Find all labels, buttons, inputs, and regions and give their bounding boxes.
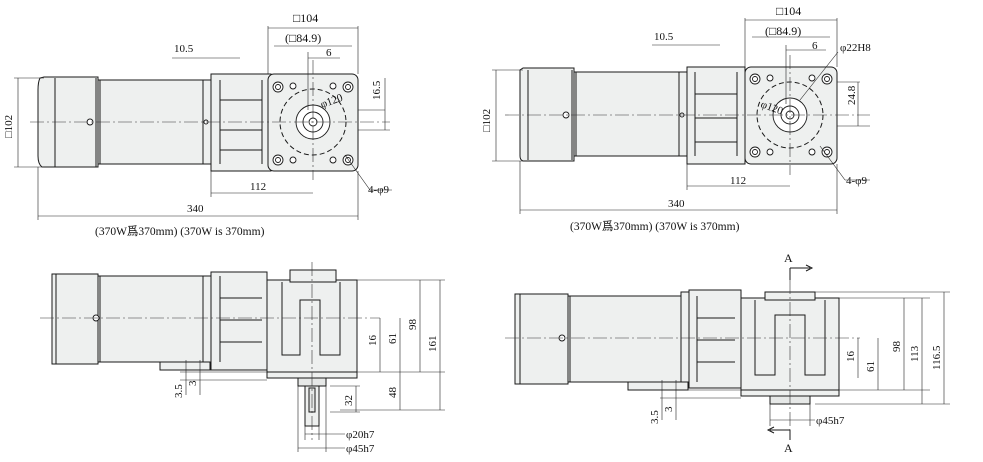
- top-right-dims: □104 (□84.9) 6 10.5 φ22H8 24.8 φ120 □102…: [481, 4, 871, 233]
- dim-pilot: φ45h7: [816, 415, 845, 427]
- dim-98: 98: [407, 319, 419, 331]
- dim-motor-offset: 10.5: [174, 43, 194, 55]
- note-370w: (370W爲370mm) (370W is 370mm): [95, 225, 265, 238]
- dim-3: 3: [187, 380, 199, 386]
- section-label-top: A: [784, 251, 793, 265]
- dim-body-size: □102: [3, 115, 15, 138]
- dim-motor-offset: 10.5: [654, 31, 674, 43]
- dim-61: 61: [865, 361, 877, 372]
- dim-shaft: φ20h7: [346, 429, 375, 441]
- dim-flange: □104: [293, 11, 318, 25]
- dim-holes: 4-φ9: [846, 175, 868, 187]
- motor-body: [519, 66, 746, 165]
- dim-flange: □104: [776, 4, 801, 18]
- dim-key: 6: [326, 47, 332, 59]
- dim-pilot: (□84.9): [285, 31, 321, 45]
- dim-holes: 4-φ9: [368, 184, 390, 196]
- dim-shaft-height: 16.5: [371, 80, 383, 100]
- dim-body-size: □102: [481, 109, 493, 132]
- dim-key: 6: [812, 40, 818, 52]
- motor-body: [514, 289, 742, 391]
- bottom-left-dims: 16 61 98 161 48 32 3.5 3 φ20h7: [173, 279, 445, 455]
- top-right-view: □104 (□84.9) 6 10.5 φ22H8 24.8 φ120 □102…: [481, 4, 871, 233]
- gearhead-face: [744, 66, 838, 165]
- bottom-right-dims: 16 61 98 113 116.5 3.5 3 φ45h7: [649, 291, 950, 427]
- dim-61: 61: [387, 333, 399, 344]
- dim-98: 98: [891, 341, 903, 353]
- dim-48: 48: [387, 387, 399, 399]
- dim-total-len: 340: [187, 203, 204, 215]
- dim-pilot: φ45h7: [346, 443, 375, 455]
- dim-3-5: 3.5: [173, 384, 185, 398]
- bottom-left-view: 16 61 98 161 48 32 3.5 3 φ20h7: [40, 262, 445, 455]
- motor-body: [51, 271, 268, 371]
- dim-161: 161: [427, 336, 439, 353]
- top-left-dims: □104 (□84.9) 6 10.5 16.5 φ120 □102 112 3…: [3, 11, 392, 238]
- dim-bore: φ22H8: [840, 42, 871, 54]
- section-marker: A A: [766, 251, 814, 455]
- dim-16: 16: [367, 335, 379, 347]
- dim-113: 113: [909, 345, 921, 362]
- motor-body: [37, 73, 272, 172]
- dim-pilot: (□84.9): [765, 24, 801, 38]
- dim-shaft-height: 24.8: [846, 85, 858, 105]
- dim-116-5: 116.5: [931, 345, 943, 370]
- dim-3: 3: [663, 406, 675, 412]
- dim-3-5: 3.5: [649, 410, 661, 424]
- bottom-right-view: A A 16 61 98 113 116.5 3.5 3: [505, 251, 950, 455]
- section-label-bottom: A: [784, 441, 793, 455]
- dim-16: 16: [845, 351, 857, 363]
- dim-total-len: 340: [668, 198, 685, 210]
- dim-output-len: 112: [730, 175, 746, 187]
- dim-output-len: 112: [250, 181, 266, 193]
- dim-32: 32: [343, 395, 355, 406]
- top-left-view: □104 (□84.9) 6 10.5 16.5 φ120 □102 112 3…: [3, 11, 392, 238]
- note-370w: (370W爲370mm) (370W is 370mm): [570, 220, 740, 233]
